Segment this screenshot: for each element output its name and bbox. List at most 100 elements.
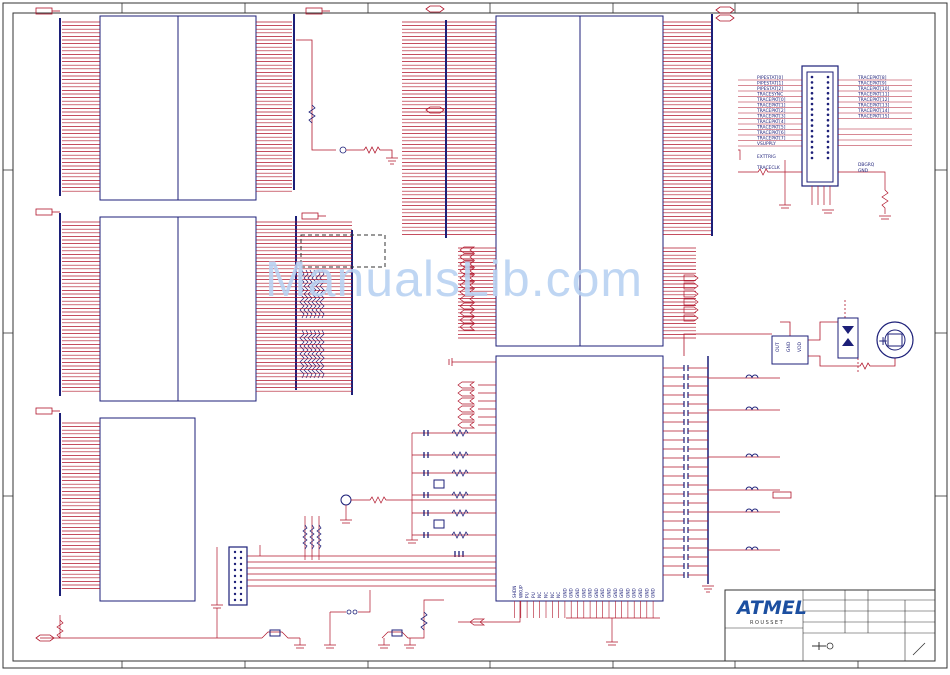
bottom-pin-label: GND [632, 587, 638, 598]
bottom-pin-label: GND [569, 587, 575, 598]
resistor-array [303, 329, 309, 379]
net-flag [457, 397, 476, 405]
net-flag [457, 413, 476, 421]
trace-support-wires [738, 149, 891, 220]
trace-label: TRACEPKT[15] [857, 114, 889, 120]
trace-label: TRACEPKT[3] [756, 114, 786, 120]
test-point [352, 609, 358, 615]
net-flag [459, 267, 476, 275]
svg-text:+: + [878, 334, 888, 348]
net-flag [459, 281, 476, 289]
inner-frame [12, 12, 936, 662]
dbgrq-label: DBGRQ [858, 162, 875, 168]
power-bridge-diodes [837, 317, 859, 359]
series-resistor [451, 509, 469, 517]
connector-pin [826, 108, 830, 111]
trace-label: PIPESTAT[1] [757, 81, 783, 87]
connector-pin [810, 97, 814, 100]
trace-label: VSUPPLY [757, 141, 776, 147]
connector-pin [826, 140, 830, 144]
trace-label: TRACEPKT[0] [756, 97, 786, 103]
supply-wire [683, 333, 772, 356]
bottom-pin-label: GND [575, 587, 581, 598]
net-flag [459, 288, 476, 296]
header-pin [239, 568, 243, 572]
bottom-pin-label: GND [607, 587, 613, 598]
connector-pin [826, 118, 830, 122]
voltage-regulator [771, 335, 809, 365]
decoupling-cap [683, 401, 689, 407]
connector-pin [810, 86, 814, 90]
load-capacitor [423, 430, 429, 436]
connector-pin [810, 156, 814, 160]
connector-pin [826, 75, 830, 79]
net-flag [772, 491, 792, 499]
bottom-pin-label: NC [550, 592, 556, 598]
left-buses [35, 7, 398, 596]
net-flag [459, 302, 476, 310]
pullup-resistor [302, 524, 308, 550]
net-flag [715, 14, 735, 22]
connector-pin [810, 135, 814, 138]
load-capacitor [423, 470, 429, 476]
connector-pin [810, 108, 814, 111]
decoupling-cap [683, 383, 689, 389]
bottom-pin-label: GND [644, 587, 650, 598]
supply-wire [844, 300, 859, 372]
decoupling-cap [683, 572, 689, 578]
net-flag [457, 421, 476, 429]
trace-label: TRACEPKT[4] [756, 119, 786, 125]
supply-wire [780, 321, 791, 336]
bottom-pin-label: PU [525, 592, 531, 598]
connector-pin [810, 81, 814, 84]
header-pin [233, 568, 237, 572]
reset-net [340, 496, 496, 524]
decoupling-cap [683, 563, 689, 569]
load-capacitor [423, 452, 429, 458]
bottom-pin-label: PU [531, 592, 537, 598]
decoupling-cap [683, 446, 689, 452]
pushbutton [391, 629, 403, 637]
series-resistor [451, 429, 469, 437]
connector-pin [826, 91, 830, 95]
mcu-pin-wires [402, 5, 896, 593]
net-flag [683, 306, 699, 314]
test-point [340, 494, 352, 506]
bottom-pin-label: SHDN [512, 586, 518, 598]
resistor-array [307, 329, 313, 379]
net-flag [459, 295, 476, 303]
decoupling-cap [683, 419, 689, 425]
ground-symbol [606, 618, 618, 646]
connector-pin [810, 91, 814, 95]
trace-label: PIPESTAT[0] [757, 75, 783, 81]
net-flag [459, 246, 476, 254]
decoupling-cap [683, 464, 689, 470]
trace-label: TRACEPKT[12] [857, 97, 889, 103]
inductor [745, 453, 759, 458]
connector-pin [810, 129, 814, 133]
header-pin [233, 580, 237, 584]
trace-connector [801, 65, 839, 187]
connector-pin [826, 135, 830, 138]
inductor [745, 486, 759, 491]
connector-pin [826, 81, 830, 84]
resistor-array [319, 329, 325, 379]
net-flag [425, 106, 445, 114]
resistor-array [299, 329, 305, 379]
net-flag [683, 298, 699, 306]
decoupling-cap [683, 428, 689, 434]
trace-label: TRACEPKT[8] [857, 75, 887, 81]
header-pin [239, 550, 243, 554]
traceclk-label: TRACECLK [756, 165, 780, 171]
header-pin [239, 598, 243, 602]
header-pin [233, 556, 237, 560]
bottom-pin-label: GND [638, 587, 644, 598]
ground-symbol [702, 585, 714, 593]
bottom-pin-label: GND [625, 587, 631, 598]
decoupling-cap [683, 509, 689, 515]
test-point [346, 609, 352, 615]
net-flag [683, 290, 699, 298]
bottom-pin-label: NC [544, 592, 550, 598]
frame-zone-ticks [3, 3, 947, 668]
inductor [745, 374, 759, 379]
